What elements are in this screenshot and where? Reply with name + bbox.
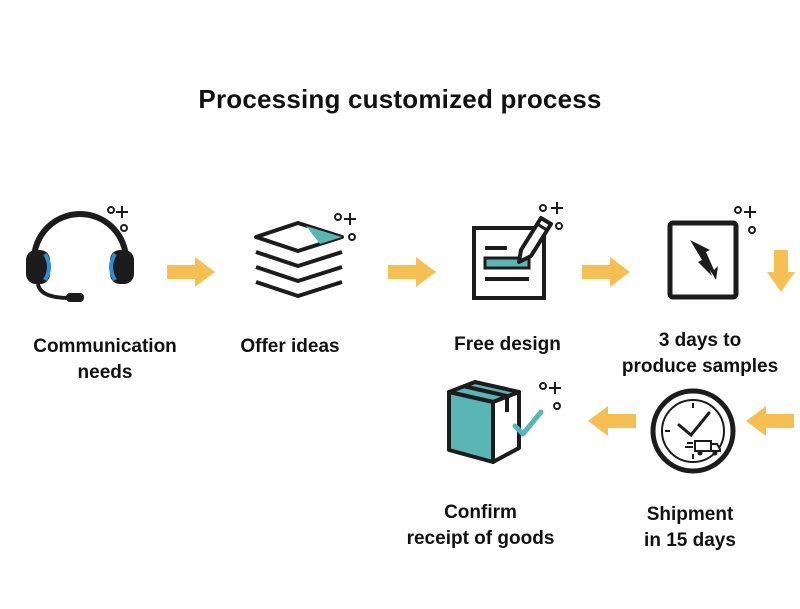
clock-delivery-icon xyxy=(650,388,736,474)
arrow-left-icon xyxy=(588,406,636,436)
page-title: Processing customized process xyxy=(198,84,602,114)
package-check-icon xyxy=(447,380,561,464)
arrow-down-icon xyxy=(767,250,795,292)
layers-icon xyxy=(254,213,356,298)
arrow-right-icon xyxy=(167,257,215,287)
sample-sheet-icon xyxy=(667,206,756,300)
step-label-free-design: Free design xyxy=(454,334,561,355)
arrow-left-icon xyxy=(746,406,794,436)
arrow-right-icon xyxy=(388,257,436,287)
headset-icon xyxy=(26,206,134,302)
arrow-right-icon xyxy=(582,257,630,287)
step-label-offer-ideas: Offer ideas xyxy=(240,336,340,357)
design-pen-icon xyxy=(472,202,563,300)
